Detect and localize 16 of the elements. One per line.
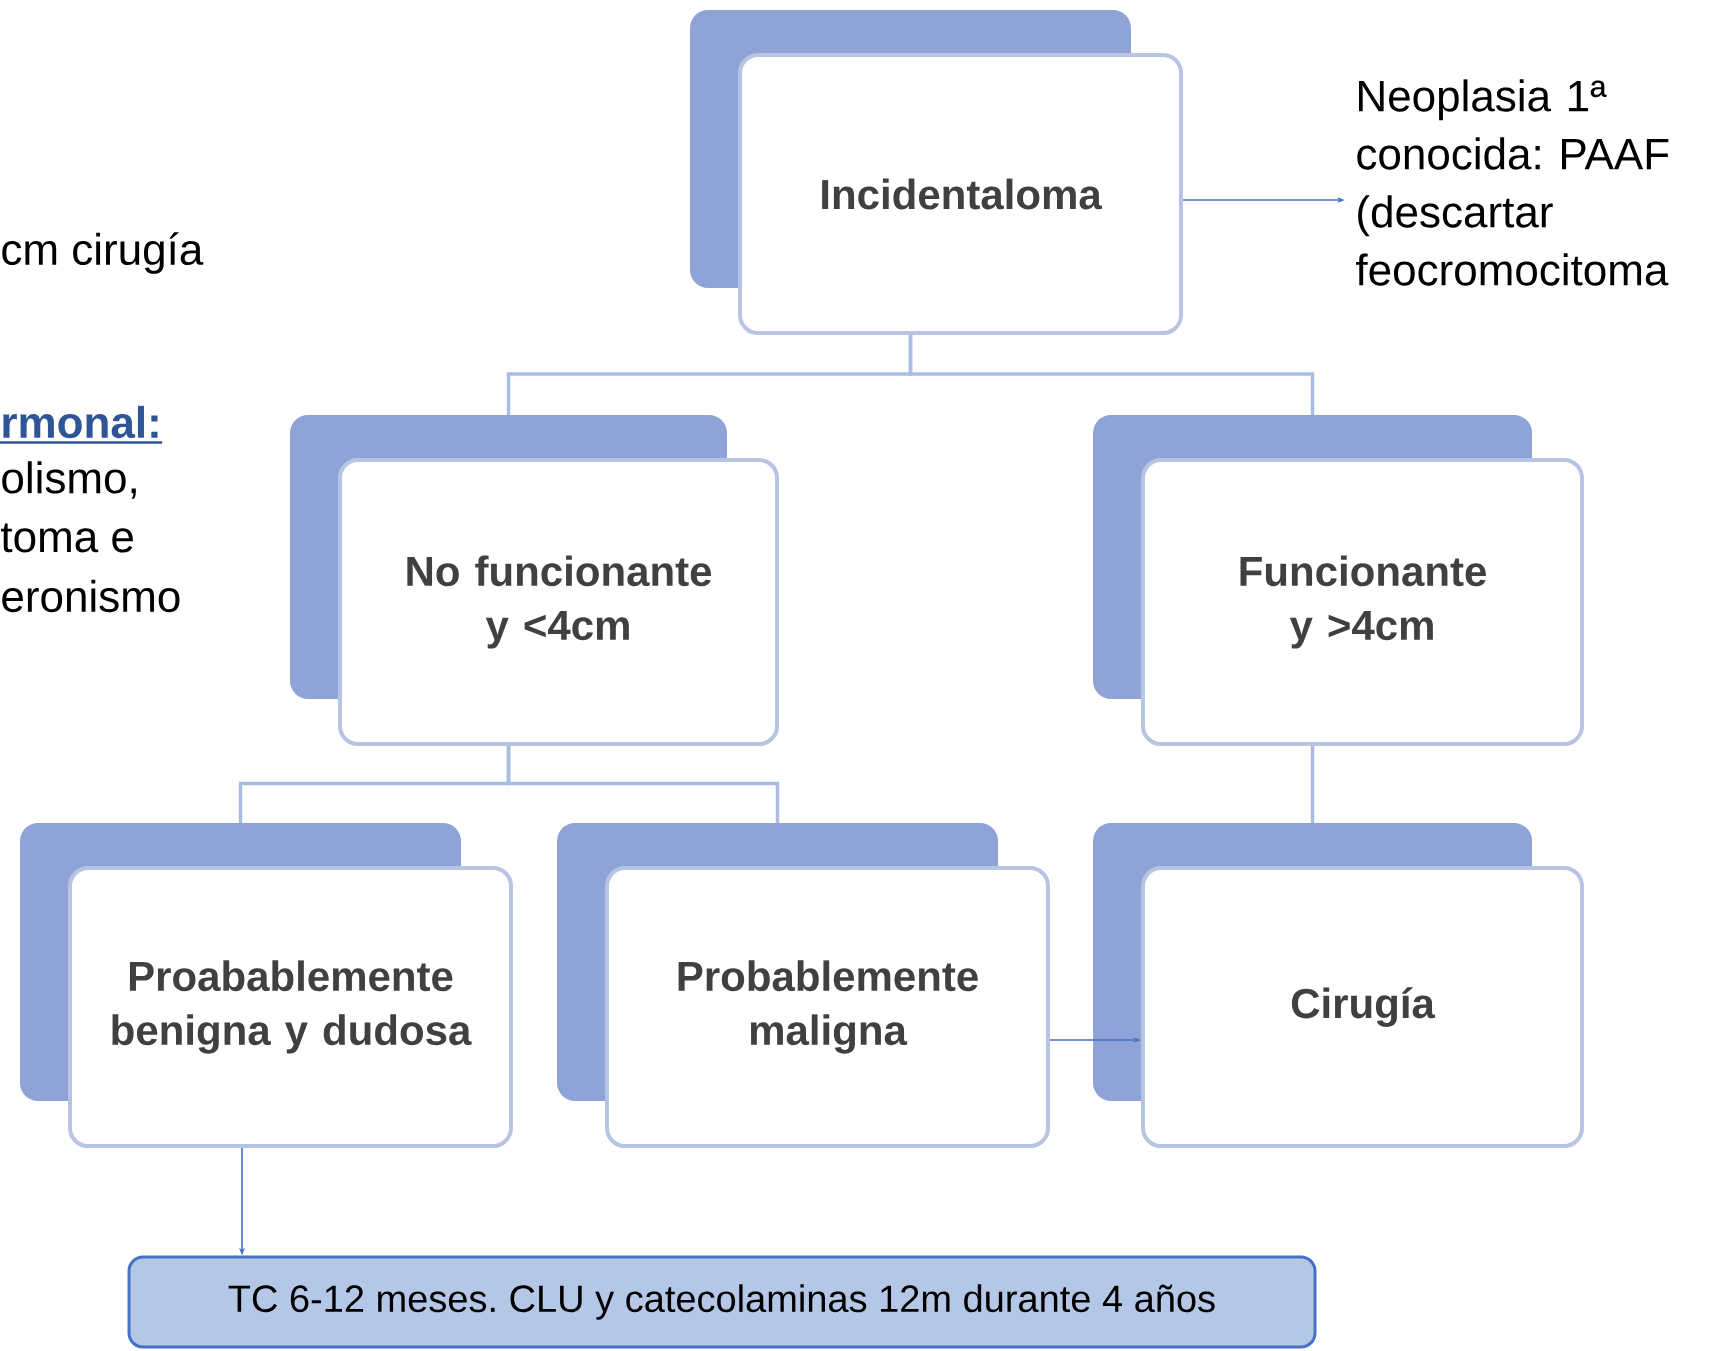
side-text: olismo, bbox=[2, 461, 136, 499]
connector bbox=[506, 746, 780, 823]
process-box: Funcionante y >4cm bbox=[1093, 415, 1584, 746]
note-text: Neoplasia 1ª conocida: PAAF (descartar feocromocitoma bbox=[1356, 79, 1669, 286]
side-text: cm cirugía bbox=[2, 232, 204, 274]
side-text: eronismo bbox=[2, 579, 180, 613]
process-box: Probablemente maligna bbox=[557, 823, 1050, 1148]
result-box: TC 6-12 meses. CLU y catecolaminas 12m durante 4 años bbox=[127, 1255, 1317, 1349]
process-box: Proabablemente benigna y dudosa bbox=[20, 823, 513, 1148]
side-text: toma e bbox=[1, 523, 133, 553]
process-box: Cirugía bbox=[1093, 823, 1584, 1148]
connector bbox=[1310, 746, 1315, 823]
process-box: Incidentaloma bbox=[690, 10, 1183, 335]
heading-text: rmonal: bbox=[0, 405, 163, 444]
connector bbox=[908, 335, 1315, 415]
process-box: No funcionante y <4cm bbox=[290, 415, 779, 746]
